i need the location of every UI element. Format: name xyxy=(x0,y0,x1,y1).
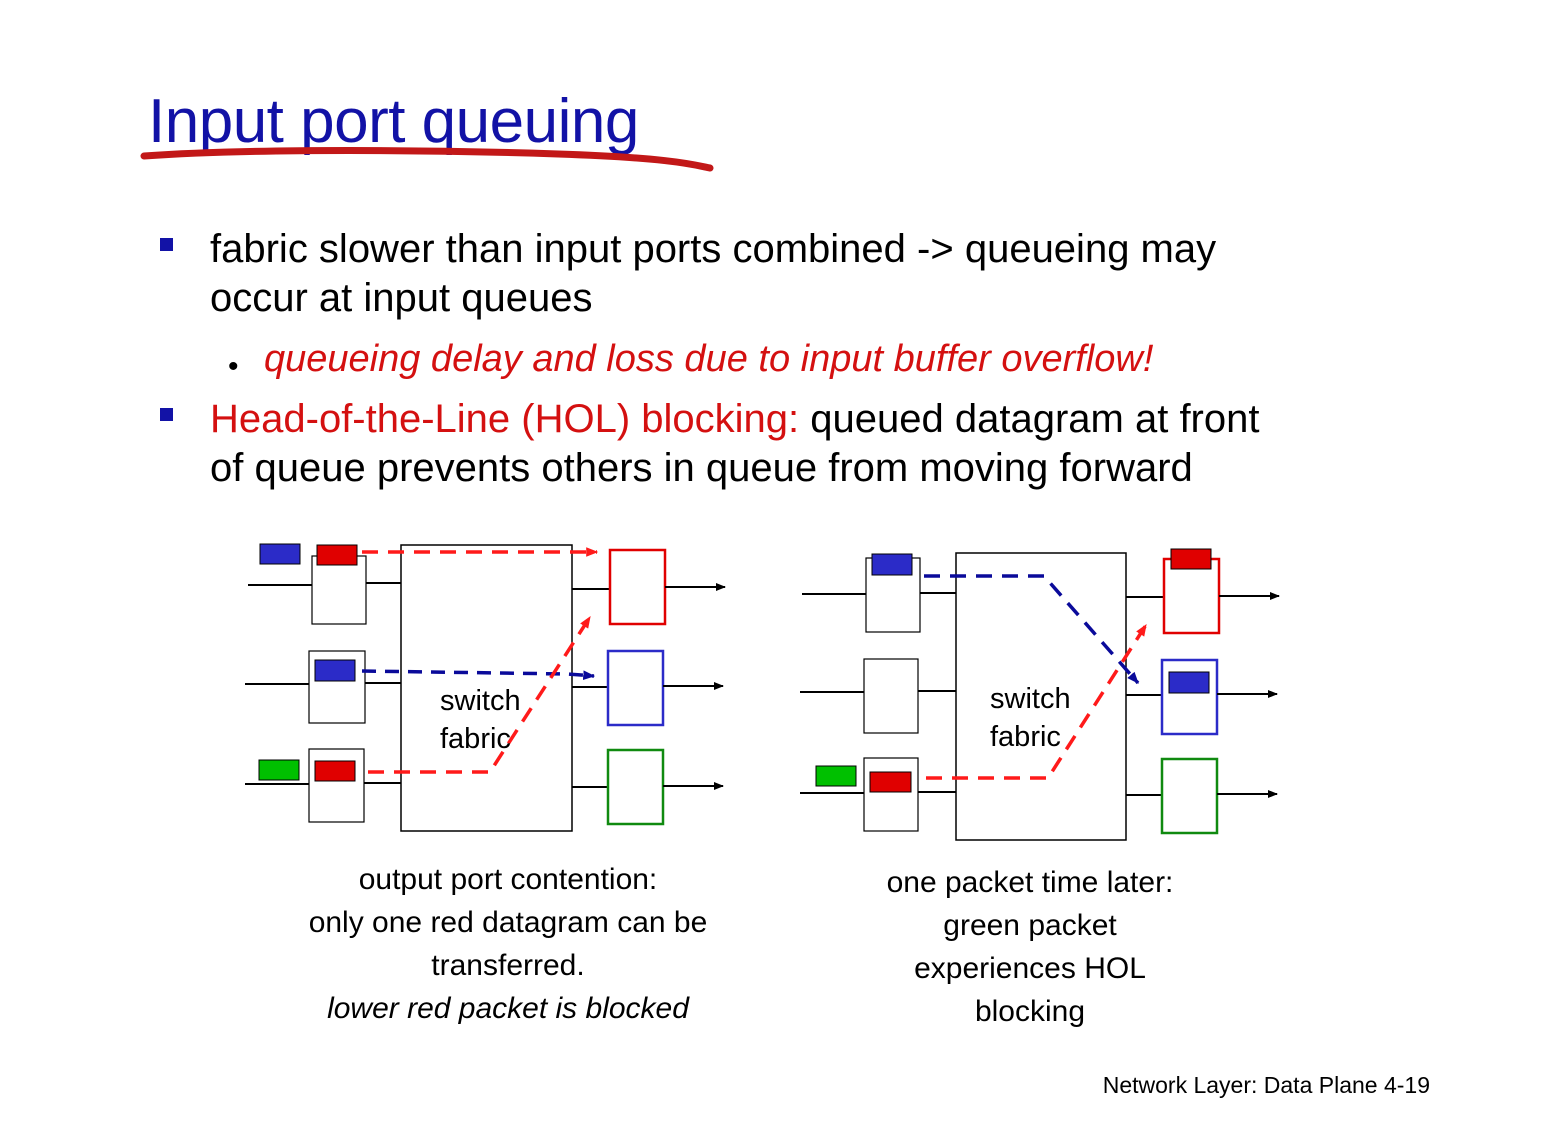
output-port-blue xyxy=(606,649,665,727)
input-queue xyxy=(308,748,365,823)
output-port-blue xyxy=(1160,658,1219,736)
input-queue xyxy=(863,658,919,734)
bullet-1-line-2: occur at input queues xyxy=(210,276,593,320)
right-fabric-label: switch fabric xyxy=(990,680,1071,756)
caption-line: blocking xyxy=(974,995,1086,1028)
blue-packet xyxy=(259,543,301,565)
blue-packet xyxy=(1168,671,1210,694)
red-packet xyxy=(869,771,912,793)
red-packet xyxy=(1170,548,1212,570)
bullet-1-line-1: fabric slower than input ports combined … xyxy=(210,227,1217,271)
red-packet xyxy=(314,760,356,782)
output-port-red xyxy=(608,548,667,626)
bullet-2-line-2: of queue prevents others in queue from m… xyxy=(210,446,1193,490)
green-packet xyxy=(815,765,857,787)
fabric-label-line: switch xyxy=(990,683,1071,715)
bullet-2-line-1: Head-of-the-Line (HOL) blocking: queued … xyxy=(210,394,1259,444)
title-underline xyxy=(140,147,714,172)
red-path-blocked xyxy=(368,615,592,774)
left-caption: output port contention: only one red dat… xyxy=(258,858,758,1030)
blue-packet xyxy=(314,659,356,682)
caption-line: transferred. xyxy=(431,949,585,982)
switch-fabric-box xyxy=(955,552,1127,841)
left-diagram xyxy=(245,543,726,832)
caption-line: only one red datagram can be xyxy=(308,906,708,939)
input-queue xyxy=(311,555,367,625)
output-port-green xyxy=(1160,757,1219,835)
right-caption: one packet time later: green packet expe… xyxy=(830,861,1230,1033)
fabric-label-line: fabric xyxy=(990,721,1061,753)
red-packet xyxy=(316,544,358,566)
hol-term: Head-of-the-Line (HOL) blocking: xyxy=(210,397,800,441)
blue-packet xyxy=(871,553,913,576)
input-queue xyxy=(863,757,919,832)
blue-path xyxy=(924,574,1140,685)
red-path-blocked xyxy=(926,623,1148,780)
sub-bullet-text: queueing delay and loss due to input buf… xyxy=(264,338,1154,380)
right-diagram xyxy=(800,548,1280,841)
caption-line: output port contention: xyxy=(358,863,658,896)
caption-line: experiences HOL xyxy=(914,952,1146,985)
fabric-label-line: fabric xyxy=(440,723,511,755)
caption-line: green packet xyxy=(943,909,1117,942)
output-port-red xyxy=(1162,557,1221,635)
caption-line: one packet time later: xyxy=(886,866,1174,899)
caption-line: lower red packet is blocked xyxy=(327,992,689,1025)
left-fabric-label: switch fabric xyxy=(440,682,521,758)
slide-footer: Network Layer: Data Plane 4-19 xyxy=(1102,1072,1430,1098)
sub-bullet-marker: • xyxy=(228,350,239,383)
bullet-marker xyxy=(160,238,173,251)
slide-title: Input port queuing xyxy=(148,87,639,156)
bullet-marker xyxy=(160,408,173,421)
green-packet xyxy=(258,759,300,781)
output-port-green xyxy=(606,748,665,826)
fabric-label-line: switch xyxy=(440,685,521,717)
bullet-2-rest: queued datagram at front xyxy=(799,397,1260,441)
